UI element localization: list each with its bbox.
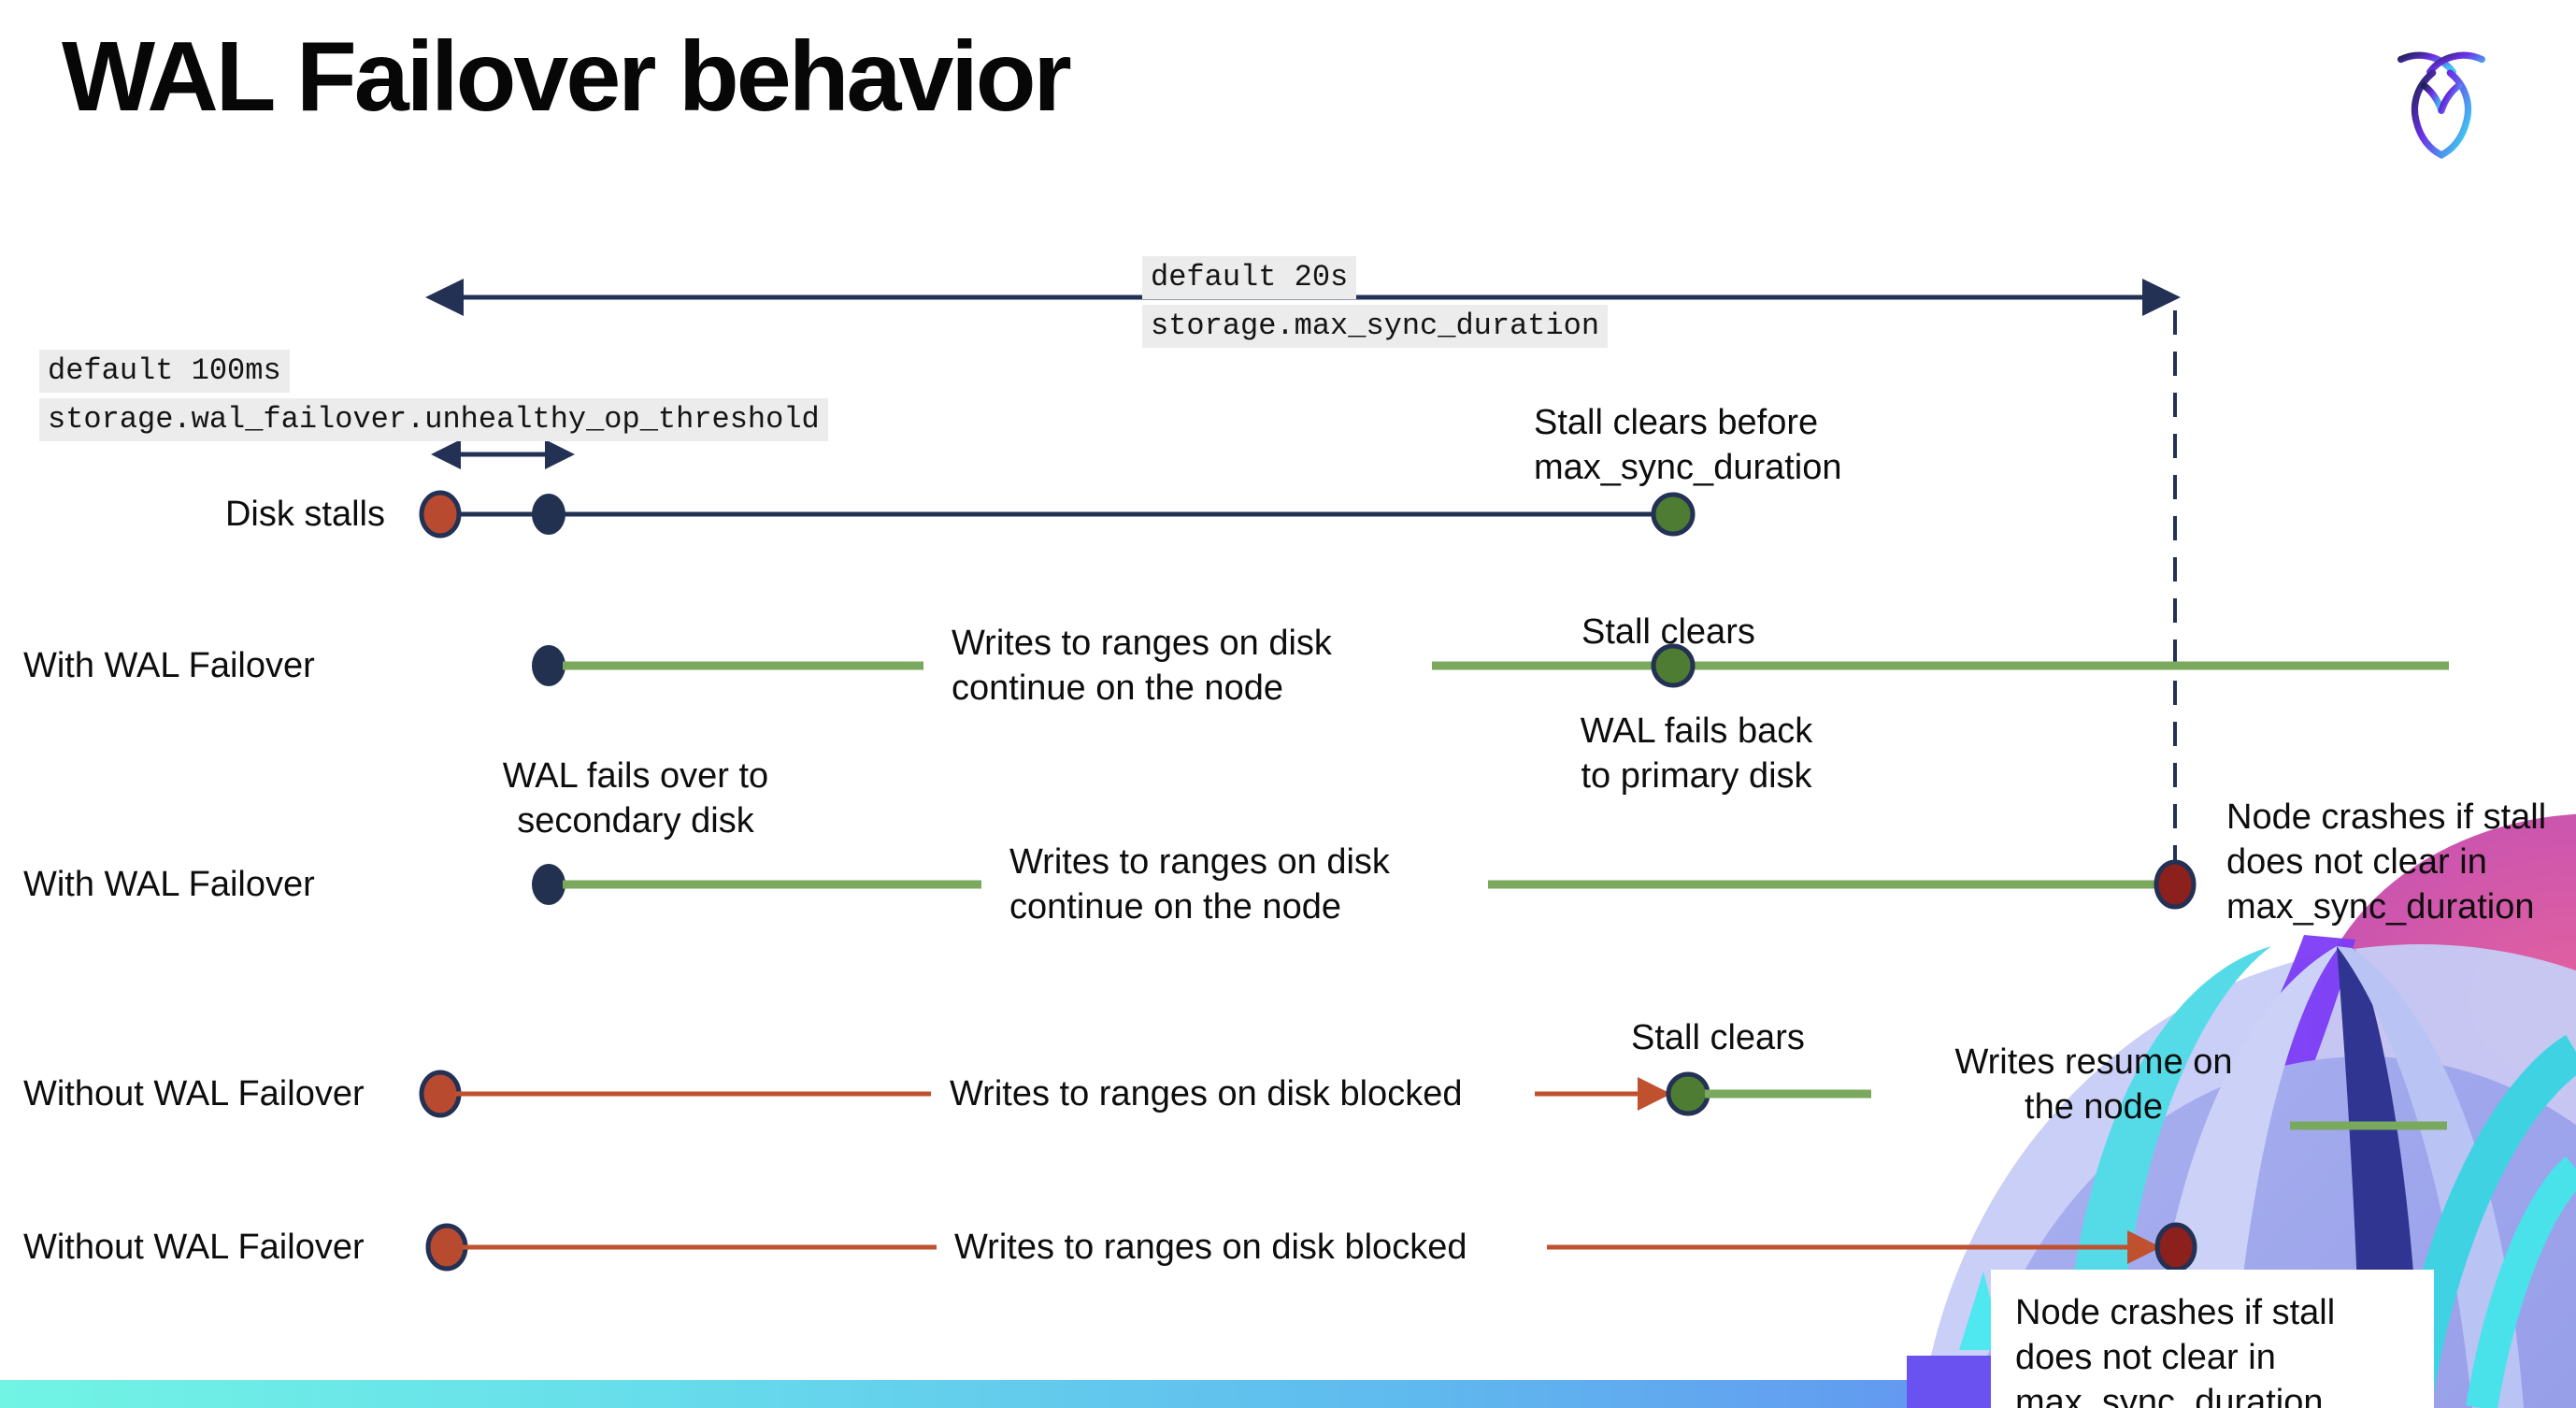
row4-label: Without WAL Failover bbox=[23, 1074, 365, 1113]
rib-mid bbox=[2337, 946, 2524, 1408]
row3-label: With WAL Failover bbox=[23, 865, 315, 904]
row4-red-arrowhead bbox=[1638, 1077, 1671, 1111]
row3-failover-dot bbox=[532, 864, 565, 905]
max-sync-arrowhead-right bbox=[2142, 279, 2181, 316]
row1-threshold-dot bbox=[532, 494, 565, 535]
unhealthy-op-setting-label: default 100ms storage.wal_failover.unhea… bbox=[39, 350, 828, 441]
row5-stall-start-dot bbox=[425, 1223, 468, 1272]
threshold-arrowhead-left bbox=[431, 439, 461, 469]
logo-antenna-left bbox=[2397, 51, 2457, 76]
row1-stall-clears-note: Stall clears before max_sync_duration bbox=[1534, 403, 1842, 487]
unhealthy-op-setting-name: storage.wal_failover.unhealthy_op_thresh… bbox=[39, 398, 828, 441]
row2-failback-note: WAL fails back to primary disk bbox=[1580, 711, 1813, 796]
max-sync-setting-label: default 20s storage.max_sync_duration bbox=[1142, 256, 1609, 348]
row5-red-arrowhead bbox=[2127, 1230, 2161, 1264]
cyan-arc-inner bbox=[2466, 1156, 2576, 1408]
row2-failover-dot bbox=[532, 645, 565, 686]
page-title: WAL Failover behavior bbox=[62, 22, 1072, 132]
row4-writes-note: Writes to ranges on disk blocked bbox=[950, 1074, 1463, 1113]
row1-stall-clears-dot bbox=[1651, 492, 1696, 537]
row2-stall-clears-label: Stall clears bbox=[1581, 612, 1755, 652]
cockroachdb-logo-icon bbox=[2397, 51, 2486, 159]
logo-antenna-right bbox=[2426, 51, 2486, 76]
row1-label: Disk stalls bbox=[224, 495, 385, 534]
row2-stall-clears-dot bbox=[1651, 643, 1696, 688]
row5-label: Without WAL Failover bbox=[23, 1228, 365, 1267]
row1-stall-start-dot bbox=[419, 490, 462, 539]
max-sync-arrowhead-left bbox=[425, 279, 464, 316]
row4-stall-clears-dot bbox=[1666, 1071, 1710, 1116]
purple-rect bbox=[1907, 1356, 1991, 1408]
threshold-arrowhead-right bbox=[545, 439, 575, 469]
unhealthy-op-default-value: default 100ms bbox=[39, 350, 290, 393]
logo-body bbox=[2411, 69, 2472, 159]
row3-crash-dot bbox=[2154, 859, 2197, 910]
row4-stall-start-dot bbox=[419, 1070, 462, 1118]
row2-failover-note: WAL fails over to secondary disk bbox=[502, 756, 769, 840]
row2-writes-note: Writes to ranges on disk continue on the… bbox=[952, 624, 1332, 708]
row5-crash-dot bbox=[2154, 1222, 2197, 1272]
row4-stall-clears-label: Stall clears bbox=[1631, 1018, 1805, 1057]
row3-writes-note: Writes to ranges on disk continue on the… bbox=[1009, 842, 1390, 927]
row5-crash-callout-box: Node crashes if stall does not clear in … bbox=[1991, 1270, 2434, 1408]
logo-vein-right bbox=[2438, 81, 2463, 114]
max-sync-default-value: default 20s bbox=[1142, 256, 1357, 299]
max-sync-setting-name: storage.max_sync_duration bbox=[1142, 305, 1609, 348]
logo-vein-left bbox=[2420, 81, 2445, 114]
row3-crash-note: Node crashes if stall does not clear in … bbox=[2226, 797, 2547, 927]
row5-crash-note: Node crashes if stall does not clear in … bbox=[2015, 1293, 2336, 1408]
row5-writes-note: Writes to ranges on disk blocked bbox=[954, 1228, 1467, 1267]
row4-resume-note: Writes resume on the node bbox=[1954, 1042, 2233, 1127]
row2-label: With WAL Failover bbox=[23, 646, 315, 685]
